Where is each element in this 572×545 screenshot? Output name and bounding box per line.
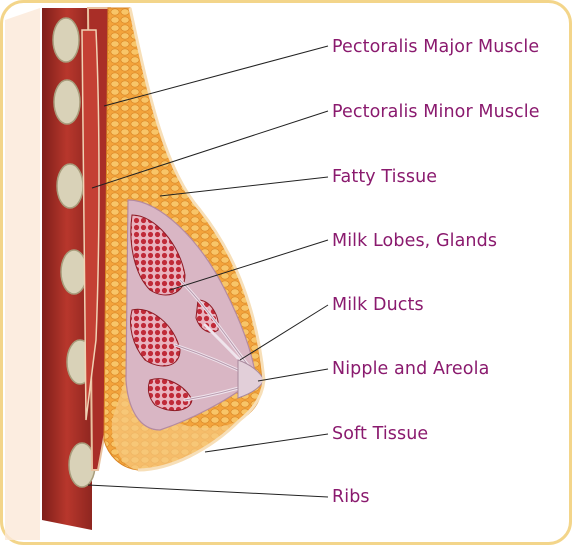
label-milk-ducts: Milk Ducts <box>332 295 424 315</box>
label-pectoralis-major: Pectoralis Major Muscle <box>332 37 539 57</box>
label-nipple-areola: Nipple and Areola <box>332 359 489 379</box>
back-tissue <box>5 8 40 540</box>
label-ribs: Ribs <box>332 487 370 507</box>
label-fatty-tissue: Fatty Tissue <box>332 167 437 187</box>
label-pectoralis-minor: Pectoralis Minor Muscle <box>332 102 540 122</box>
label-milk-lobes: Milk Lobes, Glands <box>332 231 497 251</box>
label-soft-tissue: Soft Tissue <box>332 424 428 444</box>
